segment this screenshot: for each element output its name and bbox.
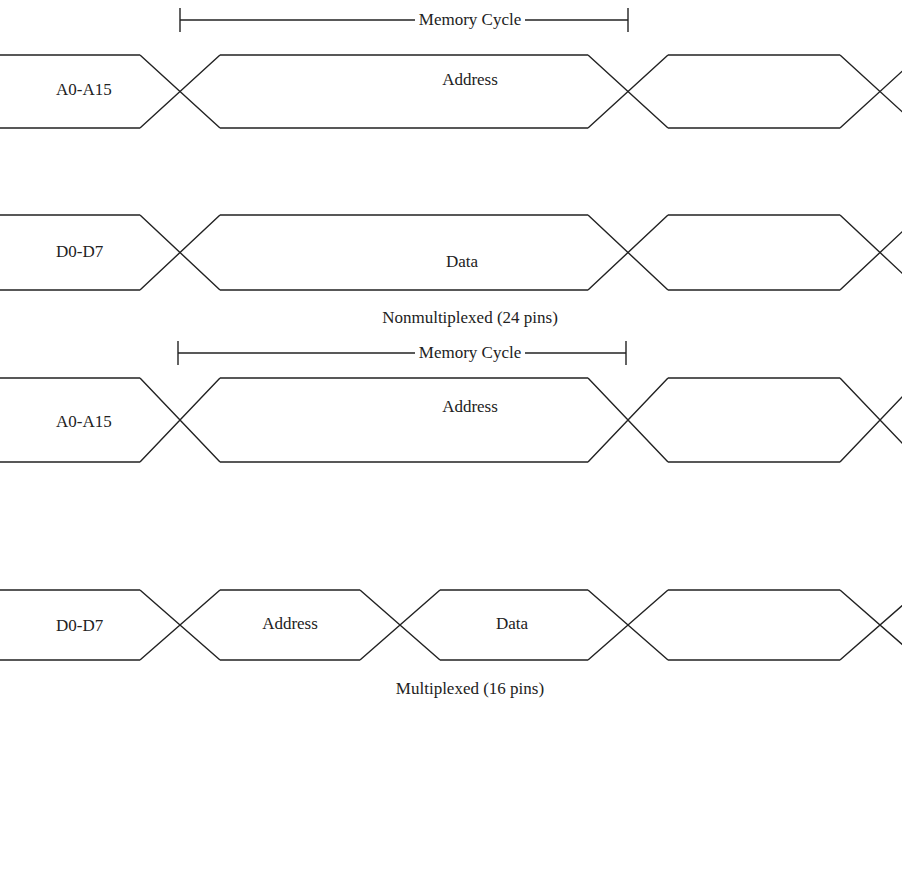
bus-waveform (0, 55, 902, 128)
cycle-tick (625, 341, 626, 365)
figure-caption: Nonmultiplexed (24 pins) (378, 308, 562, 328)
cycle-bracket (178, 352, 626, 353)
bus-value: Data (492, 614, 532, 634)
signal-name: A0-A15 (52, 80, 116, 100)
bus-value: Address (438, 70, 502, 90)
signal-name: D0-D7 (52, 242, 107, 262)
bus-value: Address (438, 397, 502, 417)
bus-value: Data (442, 252, 482, 272)
cycle-tick (177, 341, 178, 365)
cycle-label: Memory Cycle (415, 10, 525, 30)
bus-value: Address (258, 614, 322, 634)
cycle-label: Memory Cycle (415, 343, 525, 363)
figure-caption: Multiplexed (16 pins) (392, 679, 548, 699)
signal-name: A0-A15 (52, 412, 116, 432)
cycle-bracket (180, 19, 628, 20)
signal-name: D0-D7 (52, 616, 107, 636)
bus-waveform (0, 590, 902, 660)
bus-waveform (0, 215, 902, 290)
bus-waveform (0, 378, 902, 462)
cycle-tick (627, 8, 628, 32)
cycle-tick (179, 8, 180, 32)
